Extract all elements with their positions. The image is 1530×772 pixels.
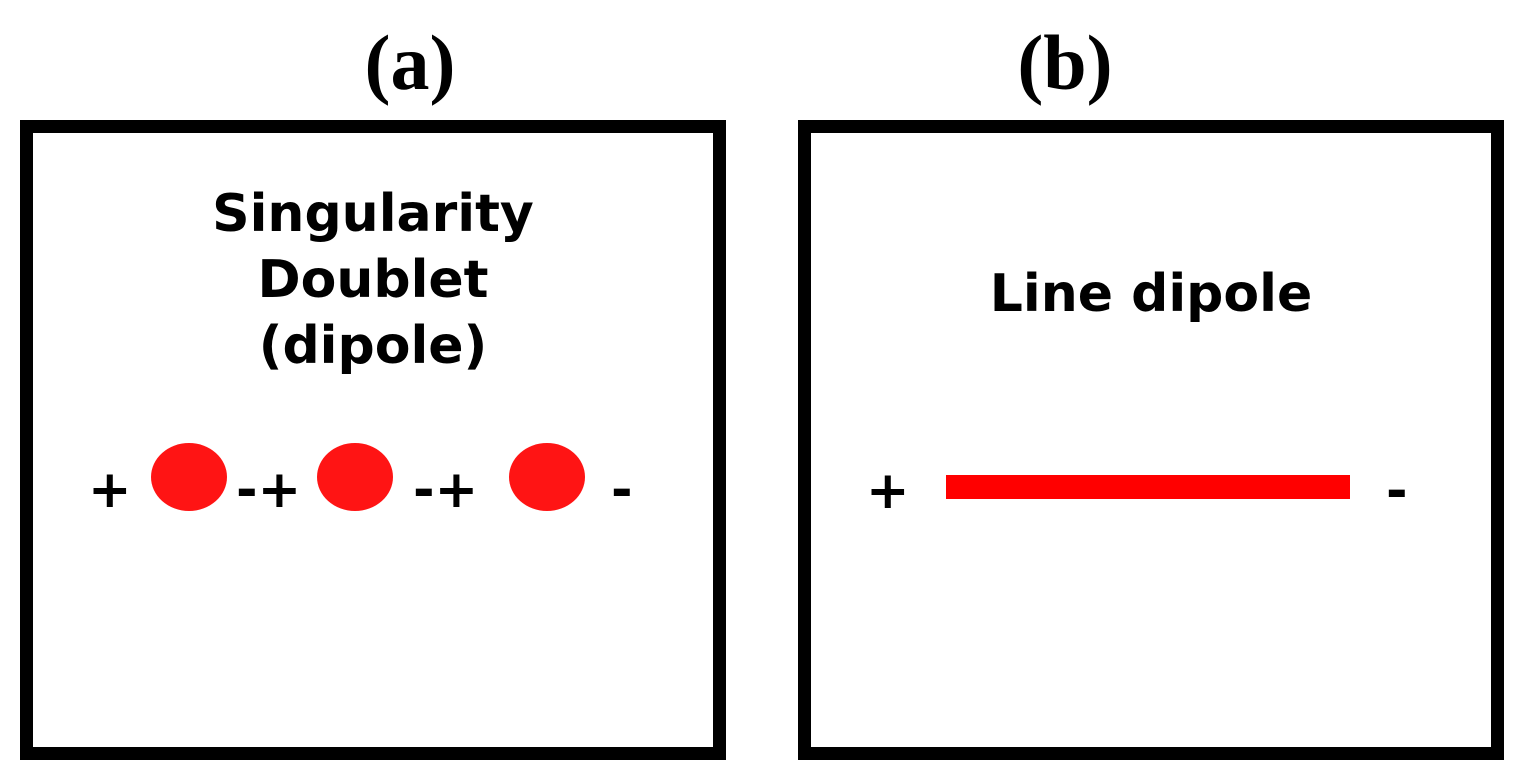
panel-a-dot-2 [317, 443, 393, 511]
panel-a-title: Singularity Doublet (dipole) [33, 181, 713, 379]
panel-b-sign-left: + [866, 461, 910, 521]
panel-a-label: (a) [364, 19, 456, 106]
panel-a-dot-3 [509, 443, 585, 511]
panel-b-title: Line dipole [989, 264, 1313, 324]
panel-a-title-line-2: Doublet [257, 250, 489, 310]
panel-a-title-line-3: (dipole) [258, 316, 488, 376]
panel-a-sign-2: -+ [236, 460, 302, 520]
panel-a-sign-4: - [611, 460, 633, 520]
panel-a-sign-1: + [88, 460, 132, 520]
panel-b-sign-right: - [1386, 461, 1408, 521]
line-dipole-bar [946, 475, 1350, 499]
panel-a-dot-1 [151, 443, 227, 511]
panel-b-label: (b) [1017, 19, 1113, 106]
panel-a-sign-3: -+ [413, 460, 479, 520]
panel-a-box: Singularity Doublet (dipole) + -+ -+ - [20, 120, 726, 760]
panel-a-title-line-1: Singularity [212, 184, 534, 244]
panel-b-box: Line dipole + - [798, 120, 1504, 760]
